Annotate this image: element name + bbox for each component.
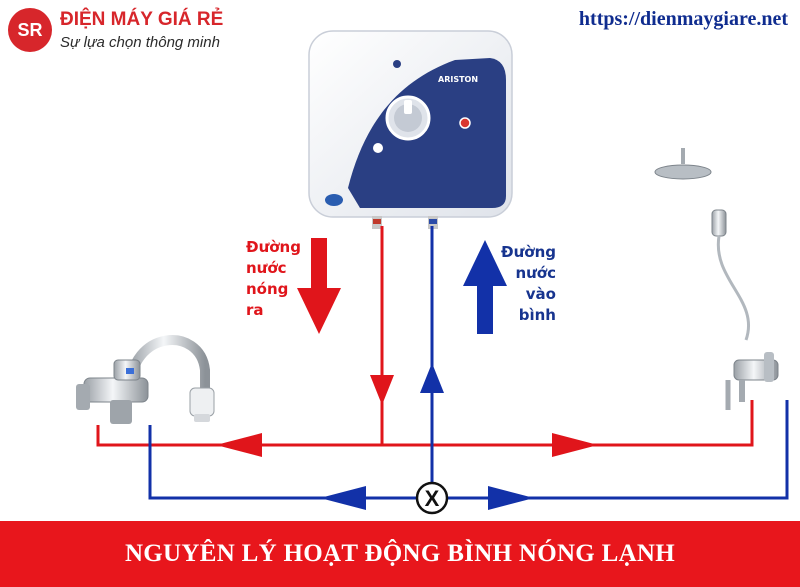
hot-out-direction-arrow — [297, 238, 341, 334]
hot-water-arrows — [216, 375, 598, 457]
hot-out-line-2: nước — [246, 259, 287, 277]
cold-in-line-1: Đường — [501, 243, 556, 261]
cold-in-direction-arrow — [463, 240, 507, 334]
cold-in-line-2: nước — [515, 264, 556, 282]
indicator-light-icon — [459, 117, 471, 129]
cold-in-line-4: bình — [518, 306, 556, 324]
cold-water-arrows — [320, 363, 534, 510]
website-url: https://dienmaygiare.net — [578, 8, 788, 30]
shutoff-valve: X — [415, 481, 449, 515]
brand-name: ĐIỆN MÁY GIÁ RẺ — [60, 9, 224, 30]
shower-set — [654, 145, 779, 410]
diagram-title: NGUYÊN LÝ HOẠT ĐỘNG BÌNH NÓNG LẠNH — [124, 540, 676, 567]
heater-badge — [325, 194, 343, 206]
brand-logo-icon: SR — [8, 8, 52, 52]
hot-out-line-1: Đường — [246, 238, 301, 256]
hot-water-out-label: Đường nước nóng ra — [246, 237, 301, 321]
cold-water-in-label: Đường nước vào bình — [501, 242, 556, 326]
water-heater: ARISTON — [308, 30, 513, 229]
faucet — [76, 335, 215, 424]
valve-symbol: X — [425, 486, 440, 511]
title-banner: NGUYÊN LÝ HOẠT ĐỘNG BÌNH NÓNG LẠNH — [0, 521, 800, 587]
temperature-dial — [385, 95, 431, 141]
cold-in-line-3: vào — [525, 285, 556, 303]
cold-water-pipes — [148, 226, 789, 500]
hot-water-pipes — [96, 226, 754, 447]
hot-out-line-4: ra — [246, 301, 264, 319]
heater-icon — [373, 143, 383, 153]
hot-out-line-3: nóng — [246, 280, 289, 298]
brand-slogan: Sự lựa chọn thông minh — [60, 34, 220, 51]
heater-brand-label: ARISTON — [438, 75, 478, 84]
